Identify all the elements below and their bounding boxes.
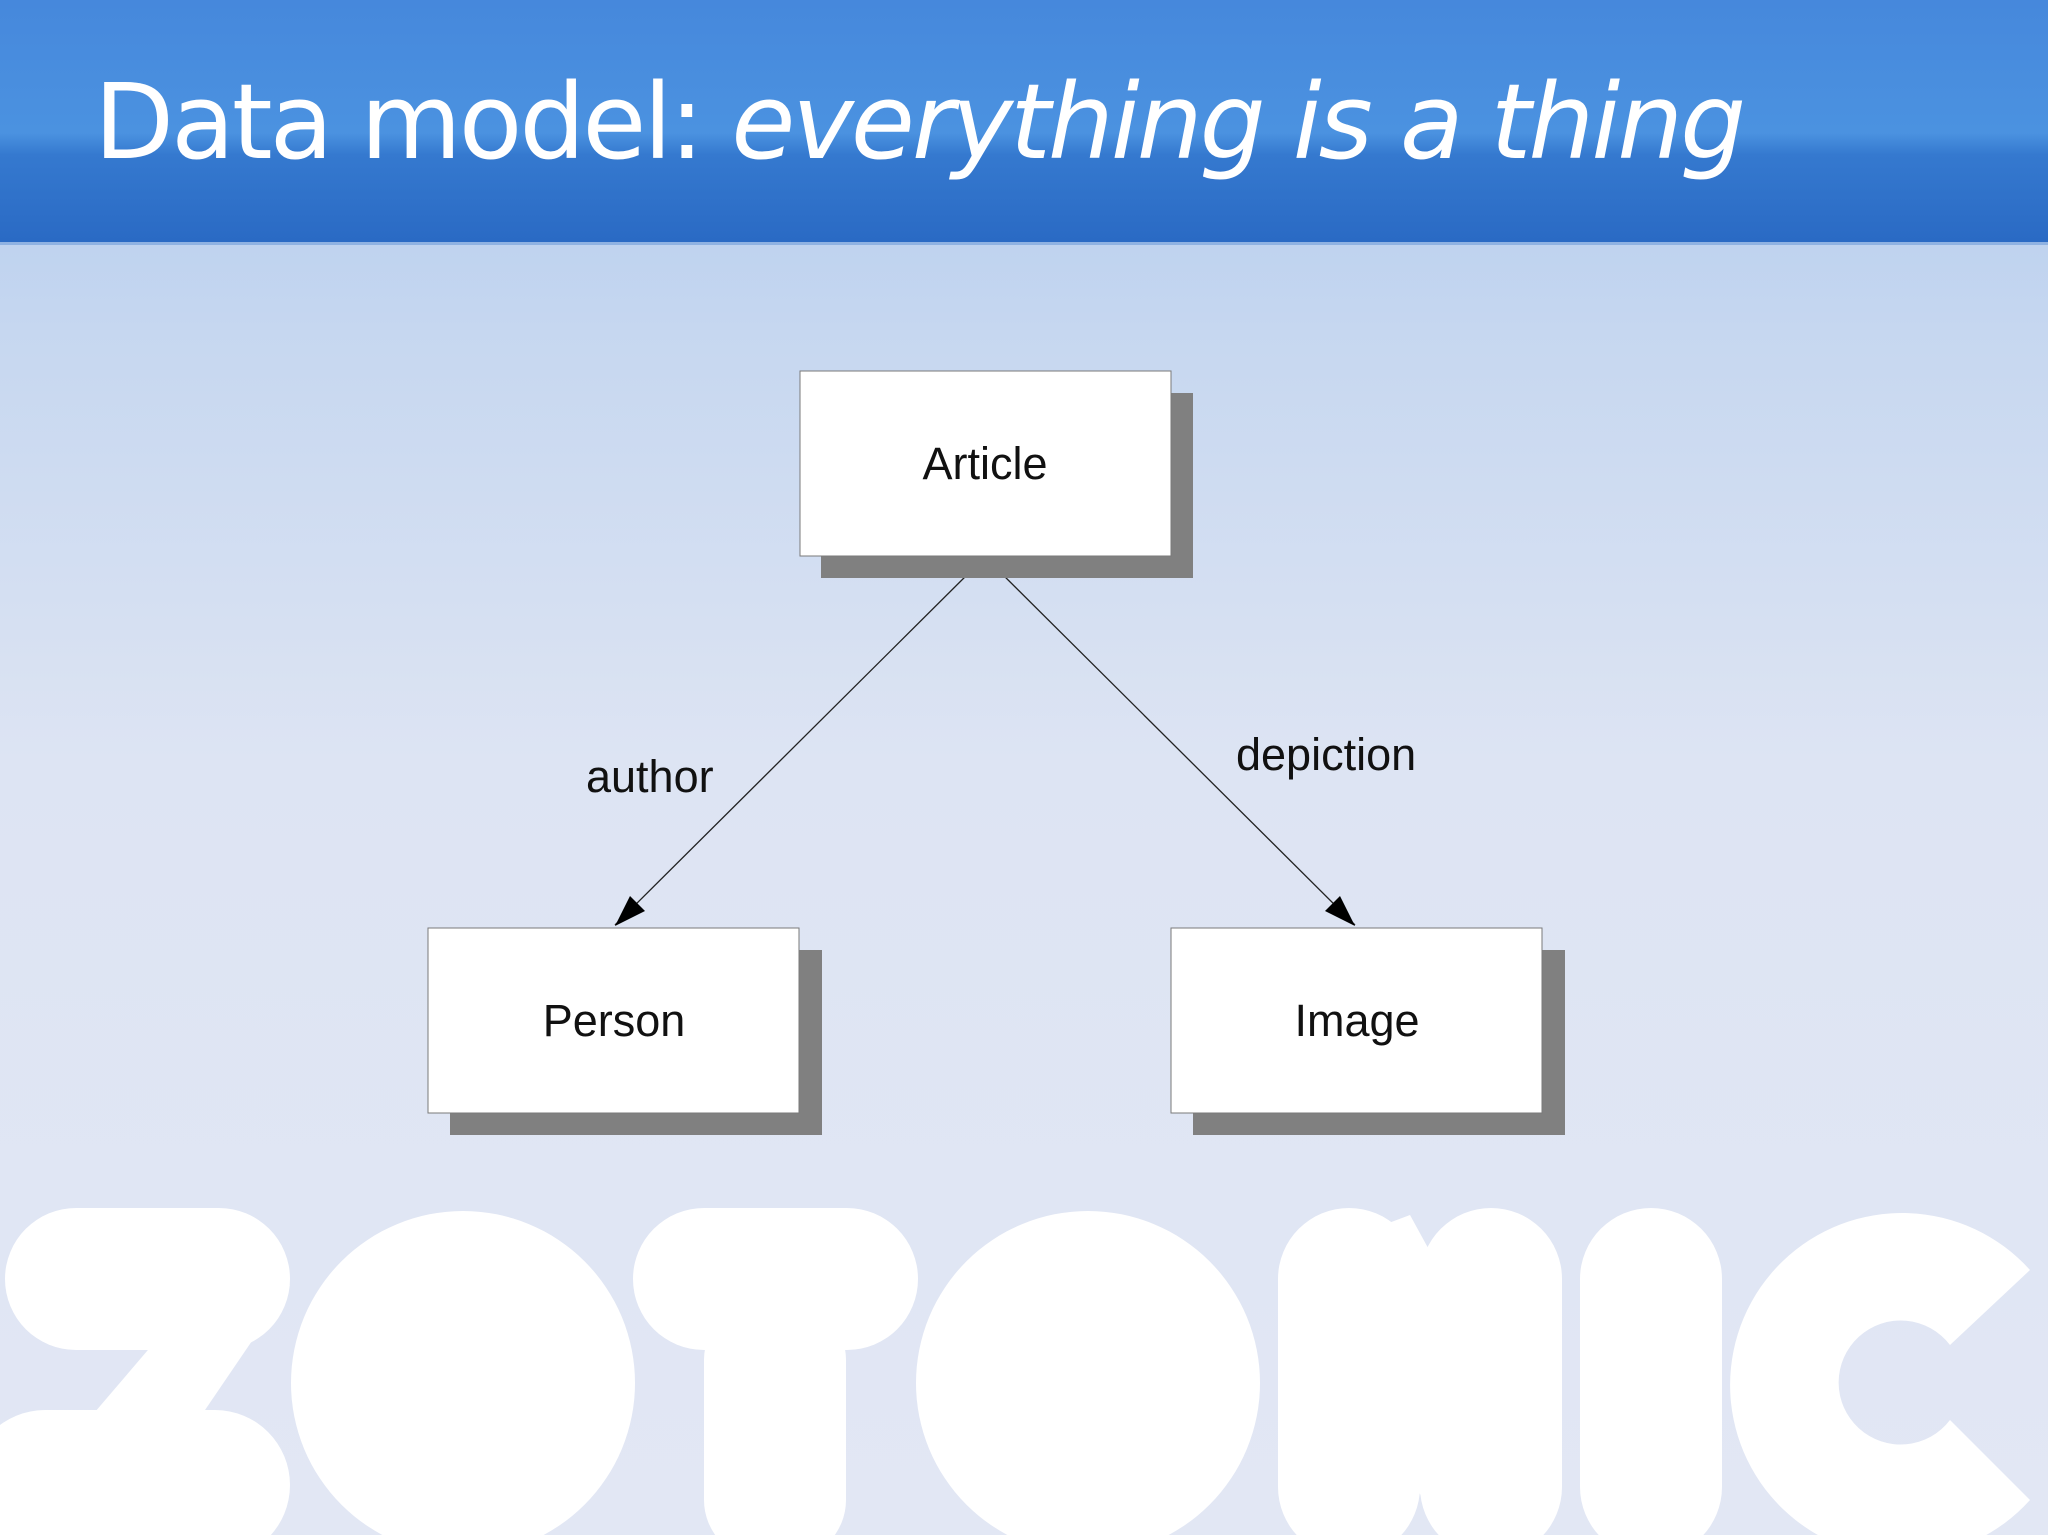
header-bar (0, 0, 2048, 245)
edge-label-author: author (586, 751, 714, 802)
node-image-box (1170, 927, 1543, 1114)
logo-letter-o-1 (291, 1211, 635, 1535)
logo-letter-o-2 (916, 1211, 1260, 1535)
logo-letter-i (1580, 1208, 1722, 1535)
node-article: Article (799, 370, 1193, 578)
title-text: Data model: (94, 61, 704, 183)
logo-letter-z (0, 1208, 290, 1535)
node-article-box (799, 370, 1172, 557)
node-person: Person (427, 927, 822, 1135)
edge-depiction-arrowhead (1325, 896, 1355, 926)
edge-depiction-line (984, 556, 1356, 926)
edge-author-line (614, 556, 986, 926)
slide-title: Data model: everything is a thing (94, 60, 1746, 185)
edge-author-arrowhead (615, 896, 645, 926)
title-italic-text: everything is a thing (731, 61, 1746, 183)
node-article-label: Article (922, 438, 1047, 489)
node-image-label: Image (1294, 995, 1419, 1046)
node-image: Image (1170, 927, 1565, 1135)
header-divider (0, 242, 2048, 245)
logo-letter-t-1 (633, 1208, 918, 1535)
node-person-label: Person (543, 995, 686, 1046)
logo-letter-c (1730, 1213, 2030, 1535)
node-person-box (427, 927, 800, 1114)
logo-letter-n (1278, 1208, 1562, 1535)
edge-label-depiction: depiction (1236, 729, 1416, 780)
